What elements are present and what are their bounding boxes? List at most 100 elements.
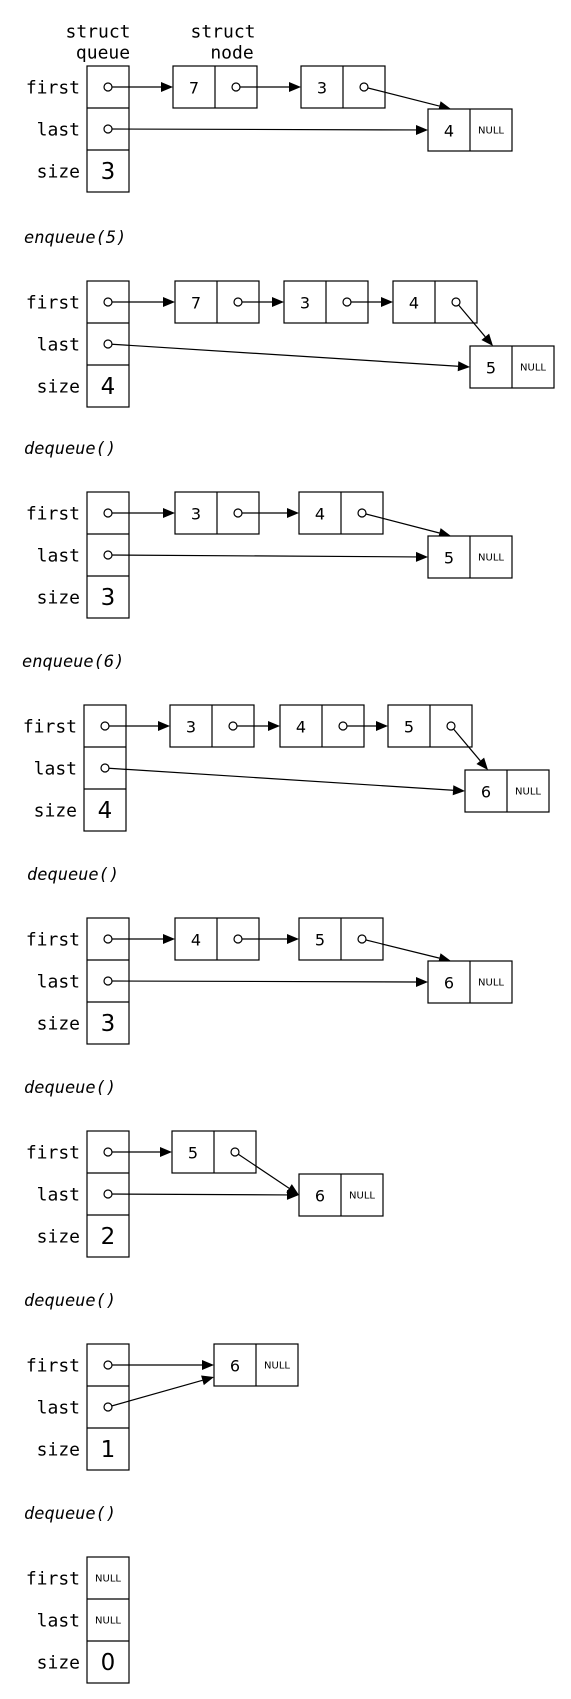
step5-node-2-value: 5 bbox=[315, 931, 325, 950]
step5-last-arrow-head bbox=[415, 976, 428, 987]
step4-node-2-next-pointer bbox=[338, 721, 348, 731]
step3-caption: dequeue() bbox=[24, 439, 116, 459]
step4-node-1-next-pointer bbox=[228, 721, 238, 731]
step6-size-value: 2 bbox=[101, 1224, 116, 1250]
step6-first-arrow-head bbox=[160, 1147, 172, 1157]
header-queue-struct: struct bbox=[65, 22, 130, 43]
step1-last-arrow-head bbox=[415, 124, 428, 135]
step6-last-pointer bbox=[103, 1189, 113, 1199]
step3-node-2-next-arrow-line bbox=[361, 512, 440, 534]
step5-node-1-value: 4 bbox=[191, 931, 201, 950]
step7-first-pointer bbox=[103, 1360, 113, 1370]
step3-node-1-next-pointer bbox=[233, 508, 243, 518]
step3-node-3-value: 5 bbox=[444, 549, 454, 568]
step3-last-pointer bbox=[103, 550, 113, 560]
step7-label-first: first bbox=[26, 1356, 80, 1377]
step4-last-pointer bbox=[100, 763, 110, 773]
step5-node-2-next-arrow-line bbox=[361, 938, 440, 959]
step4-node-2-value: 4 bbox=[296, 718, 306, 737]
step2-node-2-value: 3 bbox=[300, 294, 310, 313]
step4-last-arrow-head bbox=[452, 785, 465, 796]
header-queue-name: queue bbox=[76, 43, 130, 64]
header-node-name: node bbox=[210, 43, 253, 64]
step5-label-last: last bbox=[37, 972, 80, 993]
step2-node-1-next-arrow-head bbox=[272, 297, 284, 307]
step3-label-first: first bbox=[26, 504, 80, 525]
header-node-struct: struct bbox=[190, 22, 255, 43]
step5-first-pointer bbox=[103, 934, 113, 944]
step2-first-pointer bbox=[103, 297, 113, 307]
step8-first-null: NULL bbox=[95, 1574, 121, 1585]
step4-first-pointer bbox=[100, 721, 110, 731]
step4-caption: enqueue(6) bbox=[22, 652, 124, 672]
step1-label-first: first bbox=[26, 78, 80, 99]
step7-last-arrow-head bbox=[201, 1375, 214, 1386]
step1-node-1-value: 7 bbox=[189, 79, 199, 98]
step6-caption: dequeue() bbox=[24, 1078, 116, 1098]
step5-last-arrow-line bbox=[107, 980, 417, 983]
step3-first-pointer bbox=[103, 508, 113, 518]
step6-node-1-next-pointer bbox=[230, 1147, 240, 1157]
step7-last-arrow-line bbox=[107, 1379, 203, 1408]
step6-label-last: last bbox=[37, 1185, 80, 1206]
step7-size-value: 1 bbox=[101, 1437, 116, 1463]
step2-node-3-next-arrow-line bbox=[455, 301, 486, 338]
step3-last-arrow-head bbox=[415, 551, 428, 562]
step4-node-4-value: 6 bbox=[481, 783, 491, 802]
step4-label-first: first bbox=[23, 717, 77, 738]
step3-node-3-next-null: NULL bbox=[478, 553, 504, 564]
step4-node-2-next-arrow-head bbox=[376, 721, 388, 731]
step2-first-arrow-head bbox=[163, 297, 175, 307]
step7-label-last: last bbox=[37, 1398, 80, 1419]
step5-label-first: first bbox=[26, 930, 80, 951]
step1-last-arrow-line bbox=[107, 128, 417, 131]
step1-label-size: size bbox=[37, 162, 80, 183]
step6-label-first: first bbox=[26, 1143, 80, 1164]
step4-node-3-value: 5 bbox=[404, 718, 414, 737]
step1-node-2-next-arrow-line bbox=[363, 86, 440, 107]
step2-node-4-value: 5 bbox=[486, 359, 496, 378]
step8-size-value: 0 bbox=[101, 1650, 116, 1676]
step4-label-size: size bbox=[34, 801, 77, 822]
step2-node-3-value: 4 bbox=[409, 294, 419, 313]
step6-first-pointer bbox=[103, 1147, 113, 1157]
step3-size-value: 3 bbox=[101, 585, 116, 611]
step8-caption: dequeue() bbox=[24, 1504, 116, 1524]
step4-node-4-next-null: NULL bbox=[515, 787, 541, 798]
step7-last-pointer bbox=[103, 1402, 113, 1412]
step1-size-value: 3 bbox=[101, 159, 116, 185]
step2-node-3-next-arrow-head bbox=[481, 333, 493, 346]
step3-node-1-value: 3 bbox=[191, 505, 201, 524]
step7-caption: dequeue() bbox=[24, 1291, 116, 1311]
step2-label-last: last bbox=[37, 335, 80, 356]
step4-size-value: 4 bbox=[98, 798, 113, 824]
step1-first-pointer bbox=[103, 82, 113, 92]
step1-node-3-value: 4 bbox=[444, 122, 454, 141]
step4-first-arrow-head bbox=[158, 721, 170, 731]
step6-node-2-value: 6 bbox=[315, 1187, 325, 1206]
step6-node-1-next-arrow-line bbox=[234, 1151, 290, 1189]
step1-node-2-value: 3 bbox=[317, 79, 327, 98]
step6-label-size: size bbox=[37, 1227, 80, 1248]
step8-label-last: last bbox=[37, 1611, 80, 1632]
step8-last-null: NULL bbox=[95, 1616, 121, 1627]
step5-caption: dequeue() bbox=[27, 865, 119, 885]
step1-node-1-next-pointer bbox=[231, 82, 241, 92]
step2-node-1-next-pointer bbox=[233, 297, 243, 307]
step2-label-first: first bbox=[26, 293, 80, 314]
step1-label-last: last bbox=[37, 120, 80, 141]
step1-first-arrow-head bbox=[161, 82, 173, 92]
step4-node-3-next-arrow-head bbox=[476, 757, 488, 770]
step5-node-3-value: 6 bbox=[444, 974, 454, 993]
step7-node-1-next-null: NULL bbox=[264, 1361, 290, 1372]
step3-node-1-next-arrow-head bbox=[287, 508, 299, 518]
step2-node-3-next-pointer bbox=[451, 297, 461, 307]
step2-node-2-next-arrow-head bbox=[381, 297, 393, 307]
step4-label-last: last bbox=[34, 759, 77, 780]
step5-last-pointer bbox=[103, 976, 113, 986]
step1-node-3-next-null: NULL bbox=[478, 126, 504, 137]
step5-node-2-next-pointer bbox=[357, 934, 367, 944]
step4-node-3-next-arrow-line bbox=[450, 725, 481, 762]
step1-last-pointer bbox=[103, 124, 113, 134]
